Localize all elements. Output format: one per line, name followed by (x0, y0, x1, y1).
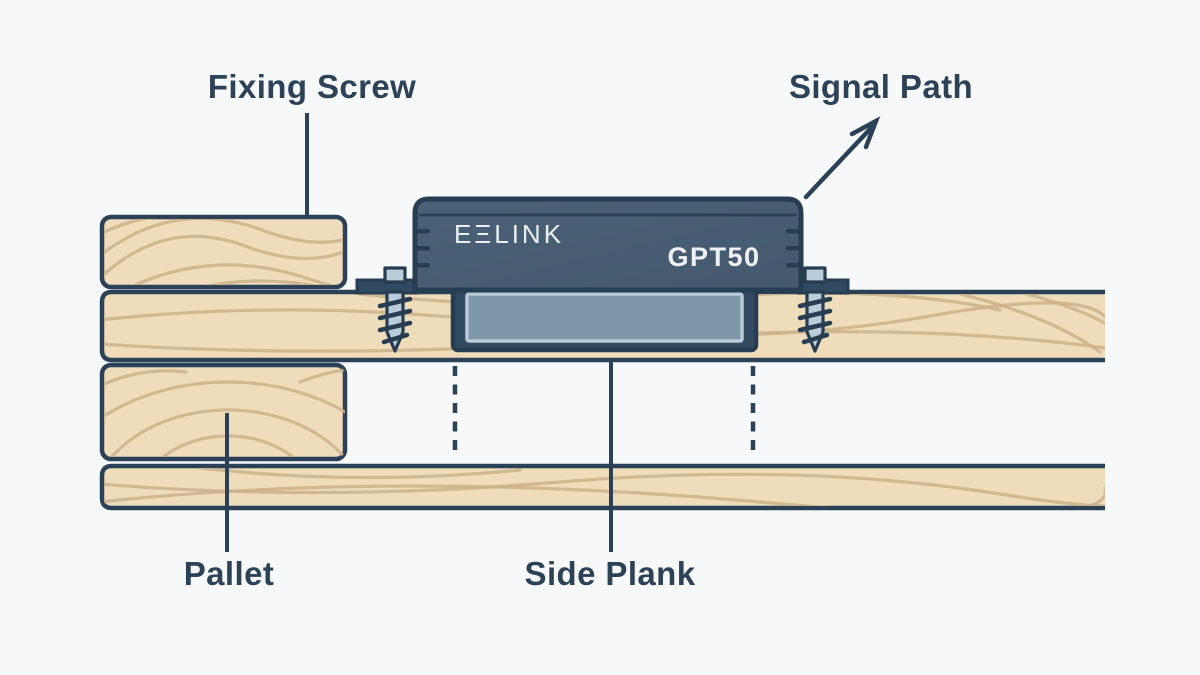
pallet-wood-structure (99, 214, 1105, 511)
screw-threads-right (797, 296, 833, 345)
screw-head-right (803, 266, 827, 284)
label-fixing-screw: Fixing Screw (207, 68, 417, 105)
recess-inner-panel (465, 292, 744, 343)
fixing-screw-right (797, 266, 833, 353)
signal-path-arrow-icon (803, 116, 881, 200)
screw-threads-left (377, 296, 413, 345)
wood-grain-top-board (104, 219, 343, 285)
device-vent-notches (416, 229, 800, 268)
device-model-label: GPT50 (667, 242, 761, 272)
label-side-plank: Side Plank (524, 555, 696, 592)
label-signal-path: Signal Path (788, 68, 974, 105)
device-recessed-base (450, 282, 759, 353)
pallet-deck-board-top (99, 214, 348, 290)
screw-head-left (383, 266, 407, 284)
tracker-device (355, 196, 850, 295)
wood-grain-bottom-plank (104, 468, 1105, 506)
device-brand-logo: EΞLINK (454, 219, 565, 249)
fixing-screw-left (377, 266, 413, 353)
device-body (412, 196, 804, 293)
label-pallet: Pallet (183, 555, 275, 592)
